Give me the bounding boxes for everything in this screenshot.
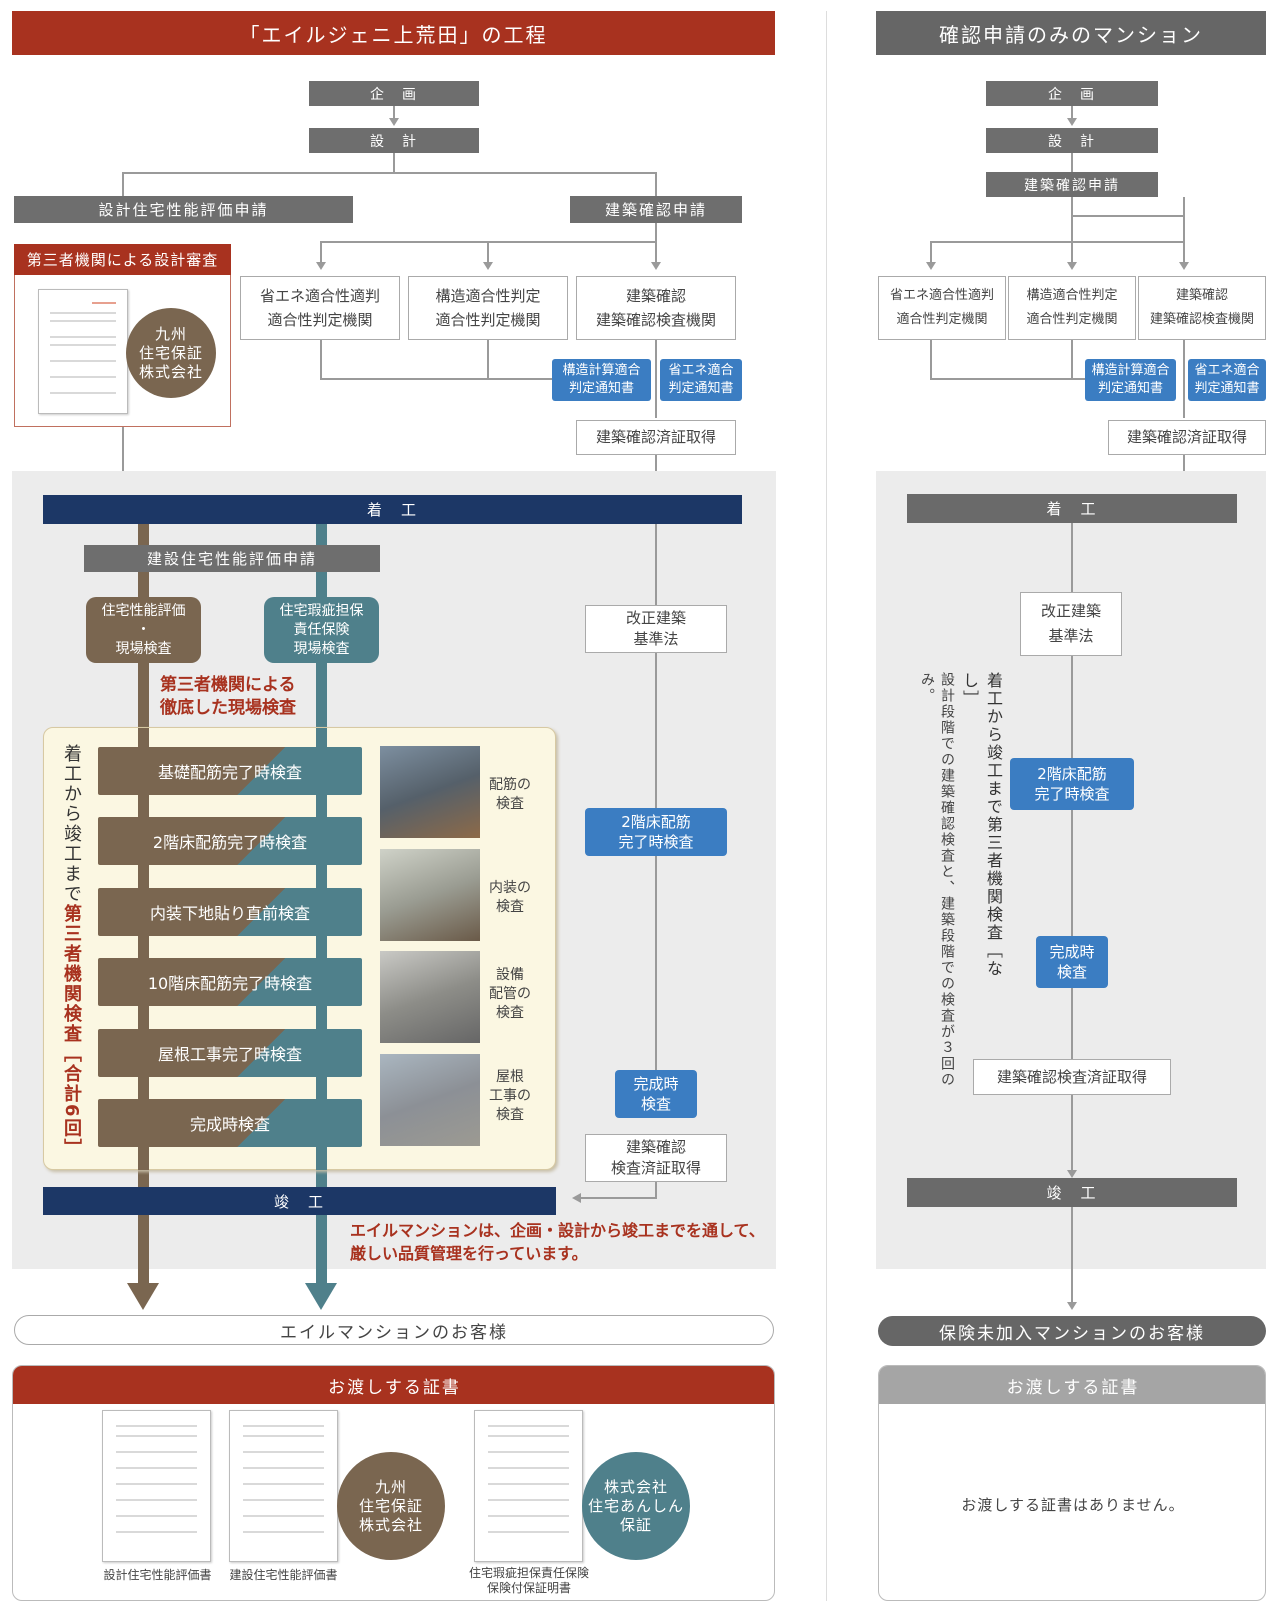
caption-rebar: 配筋の検査 bbox=[489, 777, 531, 812]
inspection-5: 屋根工事完了時検査 bbox=[98, 1029, 362, 1077]
right-building-confirm-application: 建築確認申請 bbox=[986, 172, 1158, 197]
left-cert-title: お渡しする証書 bbox=[13, 1366, 774, 1404]
left-energy-judgement-box: 省エネ適合性適判適合性判定機関 bbox=[240, 276, 400, 340]
right-final-certificate: 建築確認検査済証取得 bbox=[973, 1059, 1171, 1095]
right-vertical-note-2: 設計段階での建築確認検査と、建築段階での検査が３回のみ。 bbox=[919, 672, 955, 1088]
construction-perf-application: 建設住宅性能評価申請 bbox=[84, 545, 380, 572]
construction-perf-doc-image bbox=[229, 1410, 338, 1562]
right-finish-bar: 竣 工 bbox=[907, 1178, 1237, 1207]
right-start-bar: 着 工 bbox=[907, 494, 1237, 523]
photo-rebar bbox=[380, 746, 480, 838]
right-energy-notice: 省エネ適合判定通知書 bbox=[1188, 359, 1266, 401]
kyushu-guarantee-badge: 九州住宅保証株式会社 bbox=[126, 308, 216, 398]
photo-roof bbox=[380, 1054, 480, 1146]
left-start-bar: 着 工 bbox=[43, 495, 742, 524]
kyushu-guarantee-badge-2: 九州住宅保証株式会社 bbox=[337, 1452, 445, 1560]
left-building-confirm-application: 建築確認申請 bbox=[570, 196, 742, 223]
photo-piping bbox=[380, 951, 480, 1043]
left-energy-notice: 省エネ適合判定通知書 bbox=[660, 359, 742, 401]
left-plan-step: 企 画 bbox=[309, 81, 479, 106]
right-building-confirm-box: 建築確認建築確認検査機関 bbox=[1138, 276, 1266, 340]
left-complete-check: 完成時検査 bbox=[615, 1070, 697, 1118]
caption-piping: 設備配管の検査 bbox=[489, 967, 531, 1021]
right-structure-judgement-box: 構造適合性判定適合性判定機関 bbox=[1008, 276, 1136, 340]
defect-insurance-doc-image bbox=[474, 1410, 583, 1562]
review-document-image bbox=[38, 289, 128, 414]
performance-arrow-head bbox=[127, 1283, 159, 1310]
right-customer: 保険未加入マンションのお客様 bbox=[878, 1316, 1266, 1346]
inspection-4: 10階床配筋完了時検査 bbox=[98, 958, 362, 1006]
perf-site-inspection: 住宅性能評価・現場検査 bbox=[86, 597, 201, 663]
vertical-label: 着工から竣工まで第三者機関検査［合計6回］ bbox=[61, 744, 82, 1159]
inspection-6: 完成時検査 bbox=[98, 1099, 362, 1147]
quality-message: エイルマンションは、企画・設計から竣工までを通して、厳しい品質管理を行っています… bbox=[350, 1221, 765, 1263]
right-title: 確認申請のみのマンション bbox=[876, 11, 1266, 55]
left-building-confirm-box: 建築確認建築確認検査機関 bbox=[576, 276, 736, 340]
left-design-step: 設 計 bbox=[309, 128, 479, 153]
right-vertical-note-1: 着工から竣工まで第三者機関検査［なし］ bbox=[960, 672, 1003, 978]
right-design-step: 設 計 bbox=[986, 128, 1158, 153]
left-design-perf-application: 設計住宅性能評価申請 bbox=[14, 196, 353, 223]
left-final-certificate: 建築確認検査済証取得 bbox=[585, 1134, 727, 1182]
design-perf-doc-image bbox=[102, 1410, 211, 1562]
left-structure-notice: 構造計算適合判定通知書 bbox=[552, 359, 651, 401]
right-cert-title: お渡しする証書 bbox=[879, 1366, 1265, 1404]
third-party-review-title: 第三者機関による設計審査 bbox=[14, 244, 231, 275]
left-revised-law: 改正建築基準法 bbox=[585, 605, 727, 653]
right-complete-check: 完成時検査 bbox=[1036, 936, 1108, 988]
anshin-guarantee-badge: 株式会社住宅あんしん保証 bbox=[582, 1452, 690, 1560]
defect-site-inspection: 住宅瑕疵担保責任保険現場検査 bbox=[264, 597, 379, 663]
right-confirm-certificate: 建築確認済証取得 bbox=[1108, 420, 1266, 455]
caption-interior: 内装の検査 bbox=[489, 880, 531, 915]
no-certificate-message: お渡しする証書はありません。 bbox=[961, 1496, 1185, 1514]
inspection-3: 内装下地貼り直前検査 bbox=[98, 888, 362, 936]
photo-interior bbox=[380, 849, 480, 941]
left-finish-bar: 竣 工 bbox=[43, 1187, 556, 1215]
left-customer: エイルマンションのお客様 bbox=[14, 1315, 774, 1345]
defect-arrow-head bbox=[305, 1283, 337, 1310]
left-confirm-certificate: 建築確認済証取得 bbox=[576, 420, 736, 455]
right-revised-law: 改正建築基準法 bbox=[1020, 592, 1122, 656]
left-title: 「エイルジェニ上荒田」の工程 bbox=[12, 11, 775, 55]
right-cert-panel: お渡しする証書 お渡しする証書はありません。 bbox=[878, 1365, 1266, 1601]
defect-insurance-doc-label: 住宅瑕疵担保責任保険保険付保証明書 bbox=[468, 1566, 589, 1595]
construction-perf-doc-label: 建設住宅性能評価書 bbox=[229, 1568, 338, 1582]
inspection-1: 基礎配筋完了時検査 bbox=[98, 747, 362, 795]
column-divider bbox=[826, 11, 827, 1601]
design-perf-doc-label: 設計住宅性能評価書 bbox=[103, 1568, 212, 1582]
left-structure-judgement-box: 構造適合性判定適合性判定機関 bbox=[408, 276, 568, 340]
right-energy-judgement-box: 省エネ適合性適判適合性判定機関 bbox=[878, 276, 1006, 340]
right-structure-notice: 構造計算適合判定通知書 bbox=[1085, 359, 1176, 401]
left-floor2-check: 2階床配筋完了時検査 bbox=[585, 808, 727, 856]
third-party-site-note: 第三者機関による徹底した現場検査 bbox=[160, 675, 296, 718]
right-floor2-check: 2階床配筋完了時検査 bbox=[1010, 758, 1134, 810]
caption-roof: 屋根工事の検査 bbox=[489, 1069, 531, 1123]
right-plan-step: 企 画 bbox=[986, 81, 1158, 106]
inspection-2: 2階床配筋完了時検査 bbox=[98, 817, 362, 865]
